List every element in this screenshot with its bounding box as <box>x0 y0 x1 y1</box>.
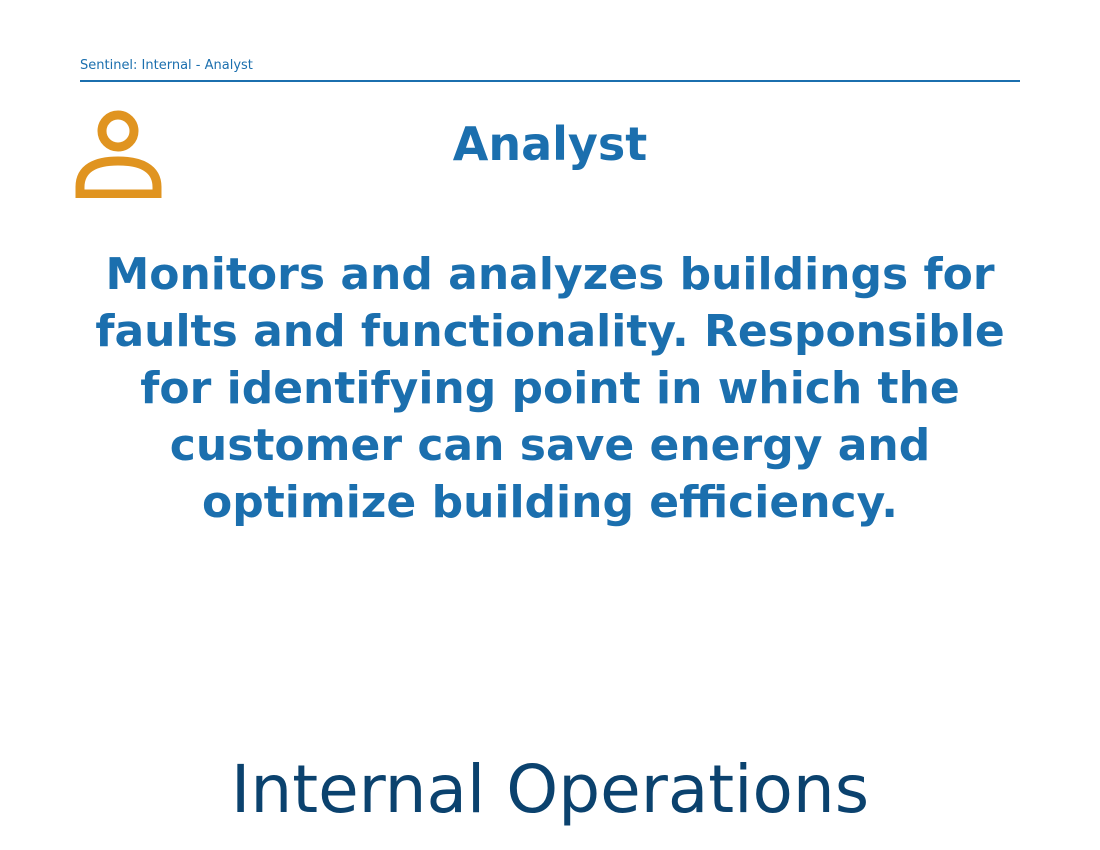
role-title: Analyst <box>452 117 648 171</box>
department-title: Internal Operations <box>230 751 870 828</box>
person-icon <box>74 106 164 199</box>
header-divider <box>80 80 1020 82</box>
role-description: Monitors and analyzes buildings for faul… <box>95 249 1005 528</box>
header-label: Sentinel: Internal - Analyst <box>80 58 253 73</box>
